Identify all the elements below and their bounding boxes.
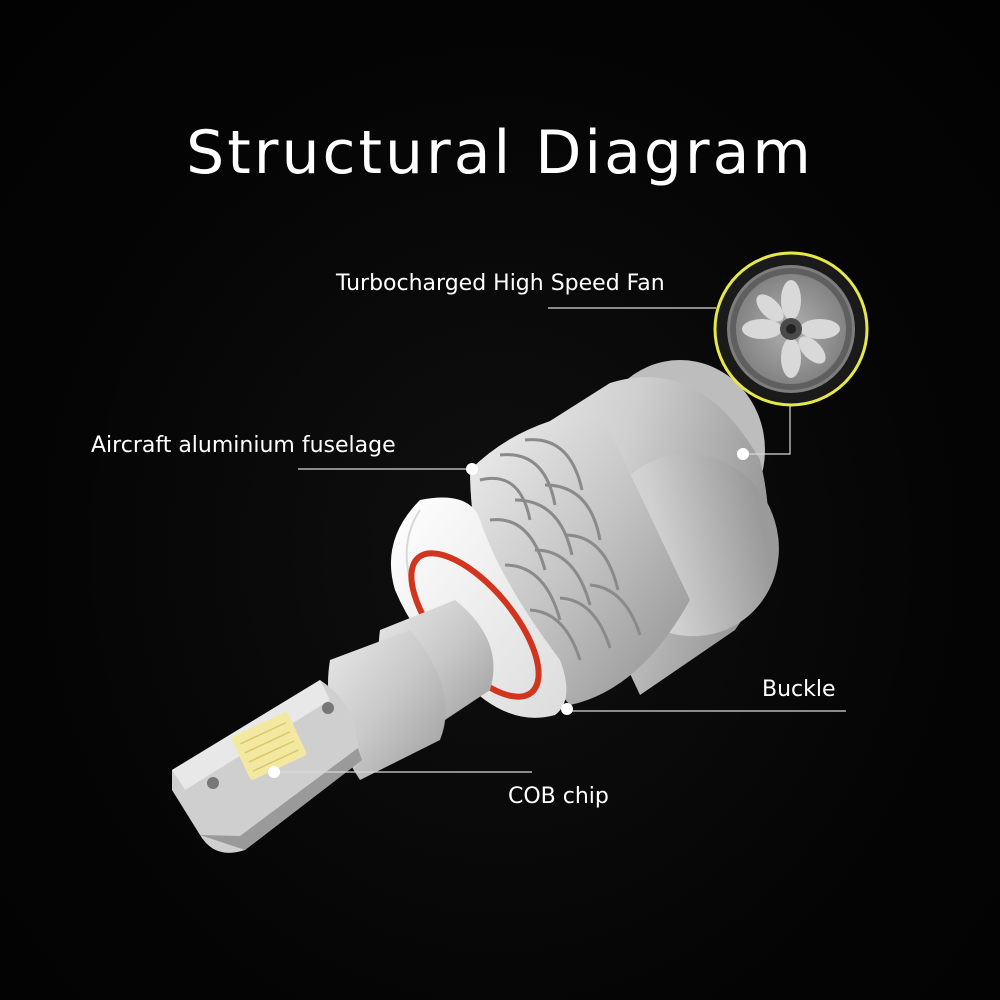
- screw-icon: [207, 777, 219, 789]
- led-arm: [172, 680, 362, 853]
- buckle-label: Buckle: [762, 677, 836, 702]
- leader-lines: [274, 307, 846, 773]
- cob-chip: [231, 712, 307, 780]
- fan-inset: [713, 251, 869, 407]
- fan-label: Turbocharged High Speed Fan: [336, 271, 665, 296]
- fuselage-label: Aircraft aluminium fuselage: [91, 433, 396, 458]
- cob-chip-label: COB chip: [508, 784, 609, 809]
- leader-dots: [268, 448, 749, 778]
- fan-blades-icon: [742, 280, 840, 378]
- screw-icon: [322, 702, 334, 714]
- page-title: Structural Diagram: [186, 118, 814, 188]
